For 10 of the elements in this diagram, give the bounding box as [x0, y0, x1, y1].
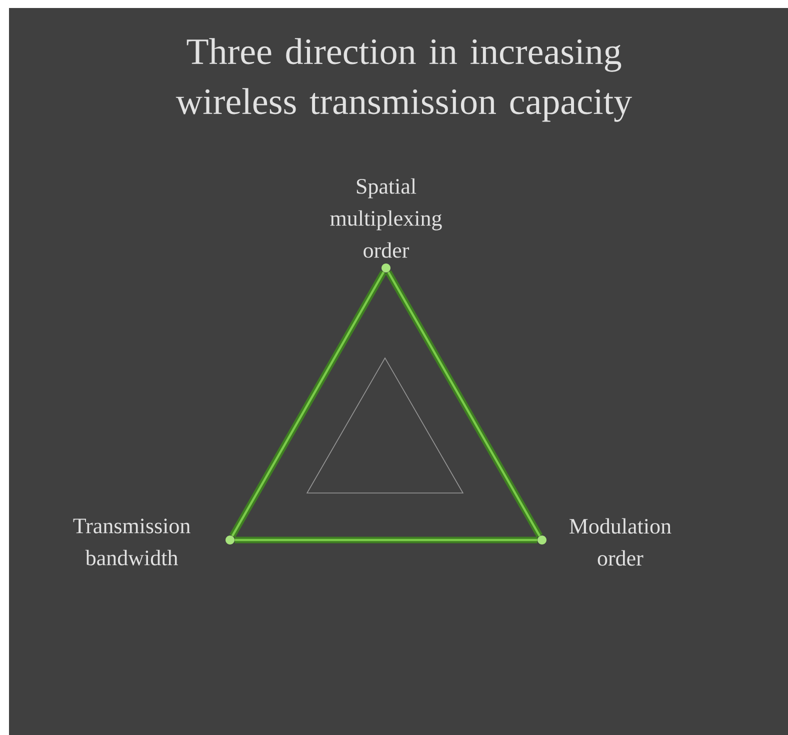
triangle-side [234, 536, 538, 544]
axis-label: Modulation order [570, 518, 672, 566]
triangle-side [385, 270, 543, 538]
vertex-dot [538, 536, 546, 544]
triangle-side [229, 270, 387, 538]
vertex-dot [226, 536, 234, 544]
vertex-dot [382, 264, 390, 272]
axis-label: Transmission bandwidth [73, 518, 190, 566]
axis-label: Spatial multiplexing order [330, 178, 442, 258]
title: Three direction in increasing wireless transmission capacity [176, 38, 632, 122]
